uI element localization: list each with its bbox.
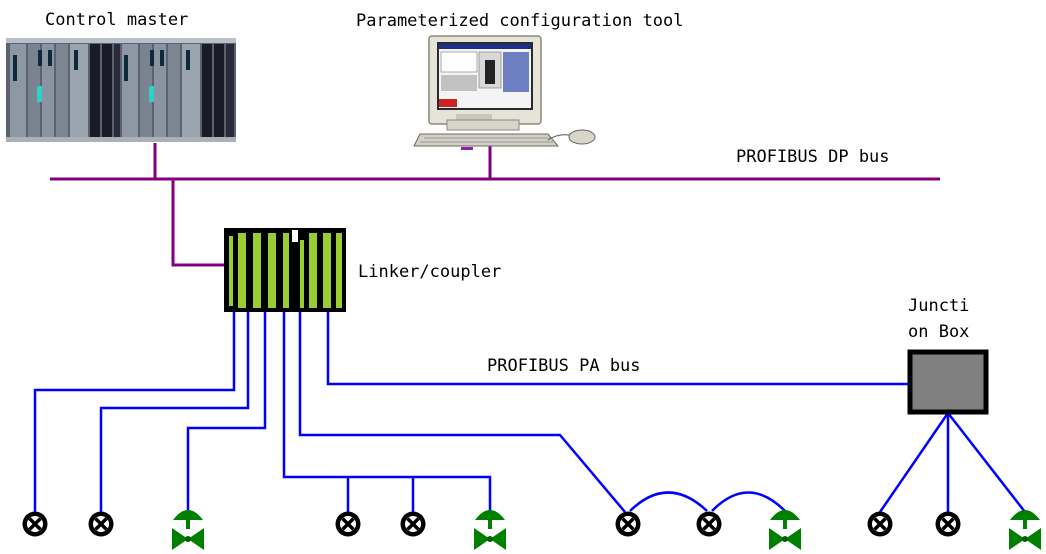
- control-valve-icon: [474, 510, 506, 550]
- measuring-instrument-icon: [86, 509, 116, 539]
- dp-bus-lines: [50, 143, 940, 267]
- measuring-instrument-icon: [20, 509, 50, 539]
- computer-workstation-icon: [413, 35, 596, 150]
- measuring-instrument-icon: [865, 509, 895, 539]
- pa-bus-label: PROFIBUS PA bus: [487, 356, 641, 376]
- config-tool-label: Parameterized configuration tool: [356, 11, 684, 31]
- dp-bus-label: PROFIBUS DP bus: [736, 147, 890, 167]
- linker-coupler-label: Linker/coupler: [358, 262, 502, 282]
- control-valve-icon: [172, 510, 204, 550]
- junction-box-label: Juncti on Box: [908, 296, 970, 342]
- control-master-label: Control master: [45, 10, 189, 30]
- measuring-instrument-icon: [694, 509, 724, 539]
- control-valve-icon: [769, 510, 801, 550]
- plc-rack-icon: [6, 38, 236, 142]
- junction-box-icon: [907, 349, 989, 415]
- measuring-instrument-icon: [613, 509, 643, 539]
- measuring-instrument-icon: [333, 509, 363, 539]
- measuring-instrument-icon: [398, 509, 428, 539]
- control-valve-icon: [1009, 510, 1041, 550]
- measuring-instrument-icon: [933, 509, 963, 539]
- pa-bus-lines: [33, 312, 1026, 513]
- coupler-rack-icon: [224, 228, 346, 312]
